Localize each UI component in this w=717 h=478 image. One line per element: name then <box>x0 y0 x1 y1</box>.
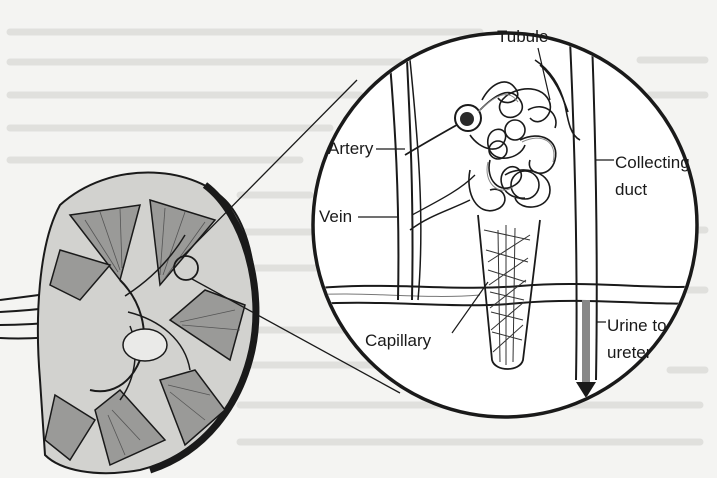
urine-to-ureter-label: Urine to ureter <box>607 312 667 366</box>
vein-label: Vein <box>319 206 352 227</box>
collecting-duct-label-line1: Collecting <box>615 149 690 176</box>
tubule-label: Tubule <box>497 26 548 47</box>
capillary-label: Capillary <box>365 330 431 351</box>
collecting-duct-label: Collecting duct <box>615 149 690 203</box>
urine-to-ureter-label-line1: Urine to <box>607 312 667 339</box>
artery-label: Artery <box>328 138 373 159</box>
collecting-duct-label-line2: duct <box>615 176 690 203</box>
urine-to-ureter-label-line2: ureter <box>607 339 667 366</box>
kidney-cross-section <box>38 173 256 474</box>
